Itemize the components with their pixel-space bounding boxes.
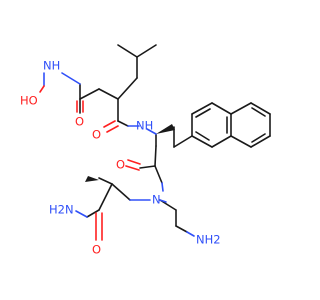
bond bbox=[250, 135, 271, 148]
double-bond bbox=[106, 125, 119, 133]
bond bbox=[251, 107, 266, 117]
bond bbox=[146, 128, 157, 135]
bond bbox=[195, 131, 210, 141]
tertiary-n-label: N bbox=[152, 193, 161, 207]
bond bbox=[154, 165, 163, 184]
wedge-bond bbox=[156, 124, 175, 134]
bond bbox=[173, 135, 193, 148]
bond bbox=[98, 88, 119, 100]
hetero-bonds bbox=[39, 72, 195, 241]
amide1-carbonyl-o-label: O bbox=[92, 128, 101, 142]
bond bbox=[195, 108, 211, 118]
double-bond bbox=[125, 165, 140, 171]
bond bbox=[251, 133, 266, 143]
carbon-bonds bbox=[79, 44, 271, 233]
bond bbox=[191, 135, 213, 148]
bond bbox=[79, 88, 100, 100]
bond bbox=[154, 145, 157, 167]
bond bbox=[136, 44, 157, 58]
bond bbox=[191, 102, 213, 115]
wedge-bond bbox=[85, 176, 99, 182]
bond bbox=[98, 177, 113, 185]
double-bond bbox=[103, 120, 116, 128]
bond bbox=[61, 72, 81, 85]
hydroxamic-carbonyl-o-label: O bbox=[75, 115, 84, 129]
molecule-structure: HO NH O O NH O N H2N O NH2 bbox=[20, 44, 271, 257]
bond bbox=[186, 231, 195, 237]
atom-labels: HO NH O O NH O N H2N O NH2 bbox=[20, 59, 221, 257]
primary-amide-o-label: O bbox=[92, 243, 101, 257]
bond bbox=[86, 209, 100, 218]
bond bbox=[230, 102, 252, 115]
hydroxyl-label: HO bbox=[20, 94, 38, 108]
bond bbox=[98, 183, 113, 211]
bond bbox=[117, 77, 138, 100]
bond bbox=[161, 182, 164, 192]
bond bbox=[250, 102, 271, 115]
hydroxamic-nh-label: NH bbox=[43, 59, 60, 73]
bond bbox=[117, 120, 129, 127]
double-bond bbox=[127, 159, 141, 165]
bond bbox=[139, 165, 156, 169]
bond bbox=[211, 135, 232, 148]
primary-amide-h2n-label: H2N bbox=[49, 203, 74, 217]
bond bbox=[75, 210, 88, 218]
amide2-carbonyl-o-label: O bbox=[116, 158, 125, 172]
bond bbox=[175, 225, 188, 233]
amide-nh-label: NH bbox=[136, 119, 153, 133]
bond bbox=[39, 85, 45, 93]
bond bbox=[211, 102, 232, 115]
ethylamine-nh2-label: NH2 bbox=[196, 233, 221, 247]
bond bbox=[159, 199, 167, 203]
bond bbox=[111, 183, 131, 201]
bond bbox=[230, 135, 252, 148]
bond bbox=[117, 44, 138, 58]
